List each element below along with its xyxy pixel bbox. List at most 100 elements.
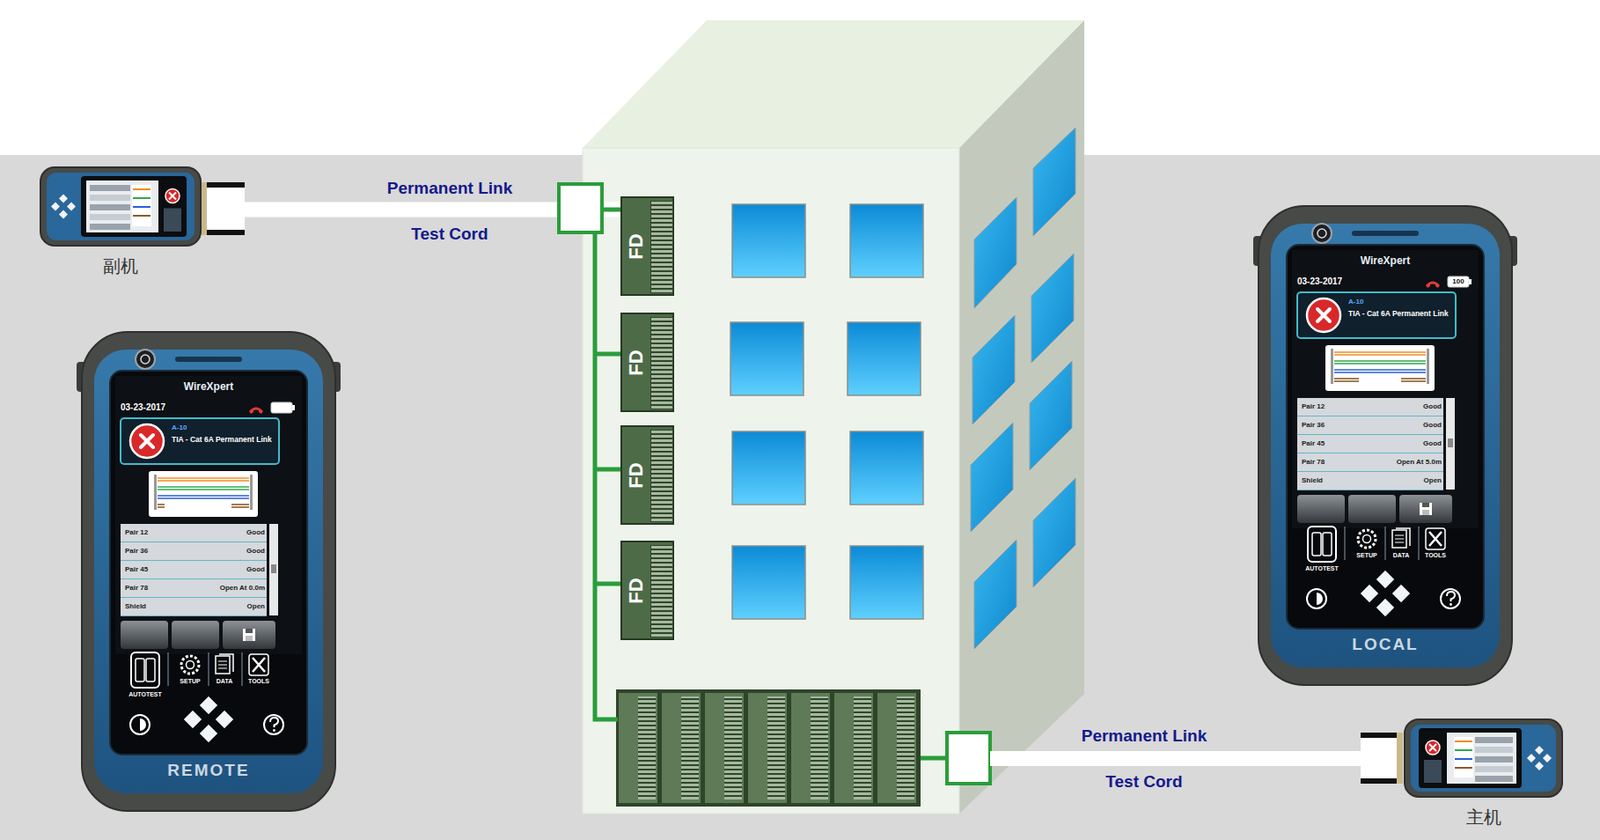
screen-text: Pair 45 [124, 560, 148, 579]
rect-shape [896, 696, 915, 800]
polygon-shape [199, 696, 218, 714]
line-shape [157, 503, 165, 506]
rect-shape [1270, 223, 1500, 668]
rect-shape [89, 184, 131, 191]
screen-text: TOOLS [1419, 551, 1452, 559]
rect-shape [271, 564, 277, 573]
rect-shape [1454, 766, 1473, 769]
screen-text: DATA [208, 677, 241, 685]
rect-shape [1425, 528, 1446, 550]
unit-name: 副机 [38, 255, 203, 277]
polygon-shape [66, 202, 76, 212]
line-shape [1334, 351, 1426, 353]
rect-shape [89, 204, 131, 211]
circle-shape [130, 424, 164, 458]
polygon-shape [1392, 584, 1410, 602]
rect-shape [1447, 438, 1454, 448]
screen-text: AUTOTEST [118, 690, 172, 698]
rect-shape [132, 214, 151, 217]
circle-shape [140, 354, 150, 364]
rect-shape [132, 184, 152, 227]
path-shape [252, 657, 265, 672]
rect-shape [245, 628, 253, 633]
screen-text: TOOLS [242, 677, 275, 685]
polygon-shape [1029, 360, 1072, 470]
rect-shape [1360, 777, 1403, 784]
path-shape [270, 717, 279, 727]
rect-shape [249, 653, 269, 676]
rack-label: FD [626, 349, 646, 375]
line-shape [1334, 359, 1426, 362]
line-shape [1334, 368, 1426, 371]
rect-shape [292, 404, 295, 411]
tester-device: WireXpert03-23-2017100A-10TIA - Cat 6A P… [1253, 200, 1518, 690]
polygon-shape [1360, 584, 1379, 602]
rect-shape [89, 223, 131, 230]
rect-shape [222, 620, 276, 649]
rect-shape [1297, 397, 1444, 416]
screen-text: AUTOTEST [1295, 565, 1349, 573]
rect-shape [245, 635, 253, 641]
rect-shape [269, 523, 279, 616]
line-shape [1401, 377, 1426, 380]
rect-shape [1426, 348, 1430, 384]
rect-shape [1454, 740, 1473, 742]
screen-text: Open At 0.0m [178, 579, 265, 597]
rect-shape [1419, 502, 1432, 515]
line-shape [120, 596, 267, 598]
polygon-shape [1033, 127, 1076, 236]
line-shape [231, 506, 250, 508]
rect-shape [135, 658, 145, 682]
floor-distributor-rack: FD [620, 425, 675, 525]
rect-shape [200, 182, 207, 235]
rect-shape [1330, 348, 1334, 384]
path-shape [1317, 308, 1330, 322]
rect-shape [1360, 732, 1403, 738]
polygon-shape [1033, 477, 1076, 588]
line-shape [157, 497, 250, 500]
path-shape [594, 232, 618, 720]
patch-connector [558, 183, 602, 233]
circle-shape [165, 189, 180, 204]
rect-shape [1423, 759, 1442, 783]
circle-shape [272, 728, 276, 732]
rect-shape [215, 655, 230, 674]
circle-shape [181, 655, 199, 674]
rect-shape [1258, 205, 1512, 685]
path-shape [1394, 535, 1404, 543]
rect-shape [148, 470, 258, 517]
screen-text: Shield [1301, 471, 1323, 490]
tester-body [76, 326, 341, 816]
line-shape [1297, 433, 1444, 435]
rect-shape [89, 213, 131, 221]
rect-shape [120, 418, 279, 464]
line-shape [1334, 371, 1426, 374]
test-cord [990, 750, 1363, 766]
rect-shape [1453, 736, 1474, 778]
rect-shape [853, 696, 872, 800]
rack-label: FD [626, 462, 646, 488]
rect-shape [1360, 732, 1403, 784]
path-shape [140, 434, 154, 448]
screen-text: Open At 5.0m [1355, 453, 1442, 471]
rect-shape [850, 545, 924, 619]
rect-shape [86, 180, 159, 233]
handheld-body [1402, 717, 1564, 799]
rect-shape [1422, 509, 1430, 515]
rect-shape [1475, 765, 1513, 772]
path-shape [219, 653, 234, 672]
screen-text: Pair 36 [124, 542, 148, 560]
g-shape [1344, 526, 1419, 560]
rect-shape [131, 652, 160, 688]
rect-shape [1422, 502, 1430, 507]
rect-shape [732, 431, 806, 505]
polygon-shape [1376, 598, 1395, 617]
circle-shape [264, 714, 284, 734]
floor-distributor-rack: FD [620, 312, 675, 412]
screen-text: 100 [1447, 276, 1469, 287]
rack-panel [650, 429, 674, 522]
rect-shape [1392, 529, 1407, 548]
circle-shape [130, 714, 150, 734]
line-shape [157, 506, 165, 508]
